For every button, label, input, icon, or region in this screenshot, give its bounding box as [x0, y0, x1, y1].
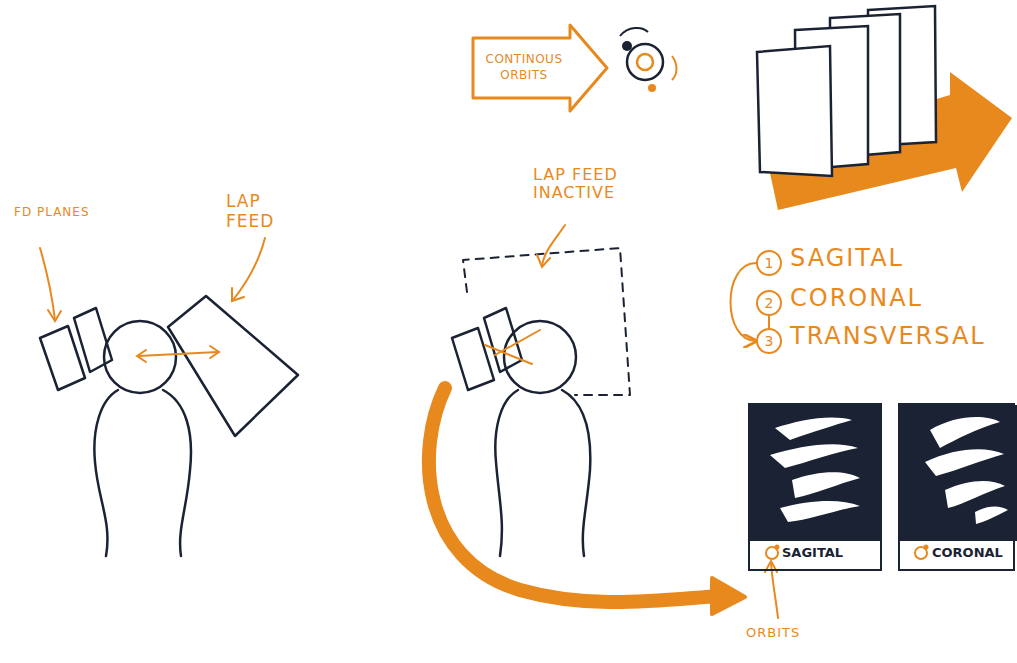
arrow-text-area: CONTINOUS ORBITS [478, 40, 570, 96]
connector [731, 263, 757, 341]
callout-number: 2 [758, 292, 780, 314]
card-label: CORONAL [932, 545, 1003, 560]
sketch-note: FD PLANES [14, 206, 114, 220]
orbit-icon [620, 28, 677, 92]
slice-card: CORONAL [898, 403, 1015, 571]
sketch-note: LAP FEED INACTIVE [533, 166, 703, 203]
connector [768, 316, 770, 328]
stacked-slices [757, 6, 1012, 210]
slice-images [750, 405, 1017, 559]
slice-card: SAGITAL [748, 403, 882, 571]
left-person [40, 296, 298, 556]
center-arrows [429, 225, 745, 614]
arrow-label: CONTINOUS ORBITS [478, 52, 570, 83]
plane-name: SAGITAL [790, 244, 904, 272]
plane-name: TRANSVERSAL [790, 322, 986, 350]
callout-number: 3 [758, 330, 780, 352]
number-circle: 1SAGITAL [756, 250, 782, 276]
card-label: SAGITAL [782, 545, 843, 560]
number-circle: 2CORONAL [756, 290, 782, 316]
center-person [452, 248, 630, 556]
plane-name: CORONAL [790, 284, 923, 312]
sketch-note: LAP FEED [226, 192, 292, 231]
sketch-note: ORBITS [746, 626, 836, 641]
callout-number: 1 [758, 252, 780, 274]
number-circle: 3TRANSVERSAL [756, 328, 782, 354]
arrow-box: CONTINOUS ORBITS [470, 22, 610, 114]
left-arrows [40, 238, 265, 362]
